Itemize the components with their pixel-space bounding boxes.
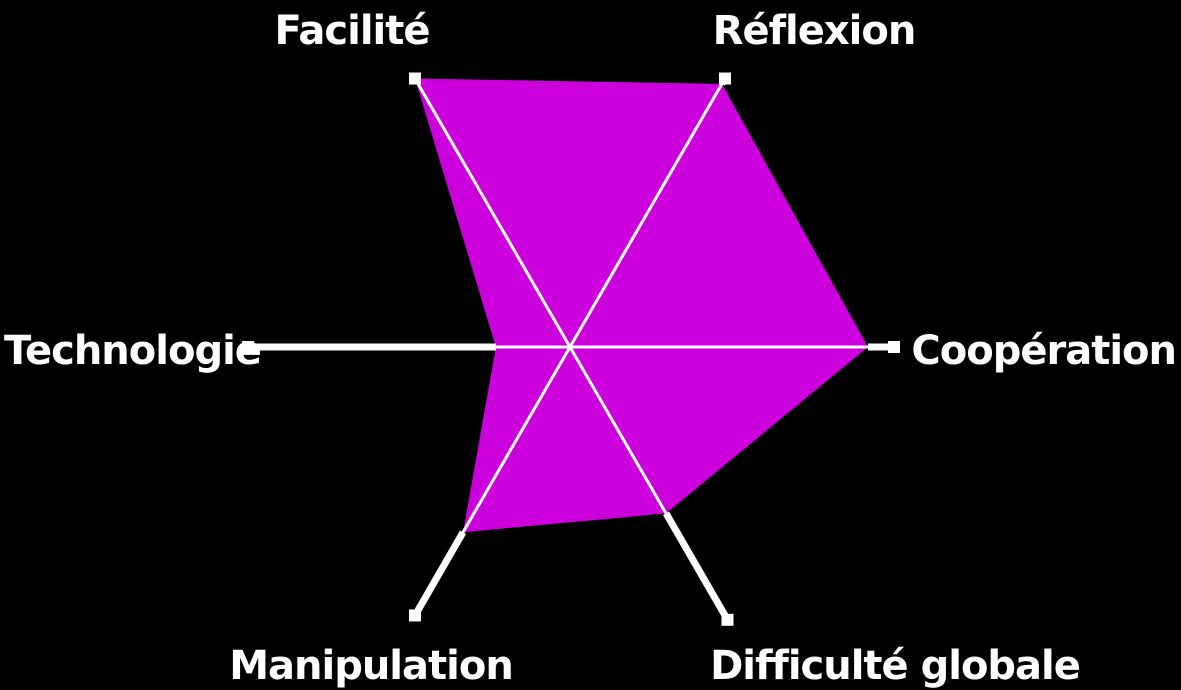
radar-axis-outer-segment <box>411 530 467 618</box>
radar-axis-outer-segment <box>663 511 731 622</box>
axis-label-facilite: Facilité <box>274 8 429 54</box>
radar-axis-end-marker <box>242 341 254 353</box>
radar-axis-end-marker <box>719 72 731 85</box>
radar-axis-end-marker <box>409 609 421 622</box>
axis-label-difficulte: Difficulté globale <box>710 643 1080 689</box>
axis-label-technologie: Technologie <box>4 328 261 374</box>
radar-axis-line <box>413 77 572 348</box>
axis-label-manipulation: Manipulation <box>229 643 513 689</box>
radar-axis-end-marker <box>409 72 421 85</box>
axis-label-reflexion: Réflexion <box>713 8 916 54</box>
axis-label-cooperation: Coopération <box>911 328 1176 374</box>
radar-axis-end-marker <box>888 341 900 353</box>
radar-axis-end-marker <box>721 613 734 626</box>
radar-series-area <box>415 78 869 533</box>
radar-axes <box>242 72 900 626</box>
radar-axis-line <box>568 77 727 348</box>
